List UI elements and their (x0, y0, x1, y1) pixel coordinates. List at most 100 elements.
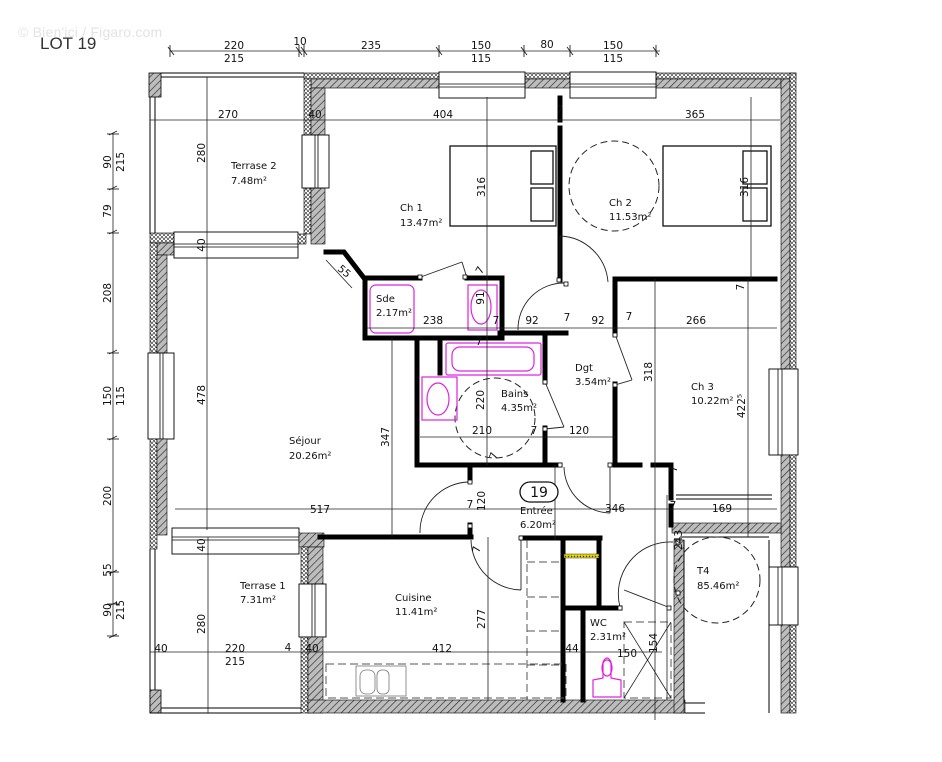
doors (417, 235, 681, 611)
dim-7-bains-top: 7 (476, 336, 483, 348)
bathtub (445, 342, 542, 376)
room-name: T4 (696, 566, 709, 577)
dim-44: 44 (565, 643, 579, 655)
room-area: 11.41m² (395, 607, 437, 618)
room-area: 2.31m² (590, 632, 626, 643)
room-entree: Entrée 6.20m² (520, 505, 556, 531)
dim-169: 169 (712, 503, 732, 515)
dim-top-235: 235 (361, 40, 381, 52)
top-dimension-chain: 220 215 10 235 150 115 80 150 115 (167, 36, 660, 65)
room-bains: Bains 4.35m² (501, 389, 537, 414)
room-terrase1: Terrase 1 7.31m² (239, 581, 286, 606)
dim-7-ch3-top: 7 (735, 284, 747, 291)
dim-left-79: 79 (102, 204, 114, 217)
room-name: WC (590, 618, 607, 629)
sink-bains (421, 376, 458, 421)
window-top-ch1 (438, 71, 526, 99)
dim-40-terr1-a: 40 (154, 643, 167, 655)
dim-318: 318 (643, 362, 655, 382)
dim-left-150: 150 (102, 386, 114, 406)
room-area: 6.20m² (520, 520, 556, 531)
dim-316-ch1: 316 (476, 177, 488, 197)
dim-left-115: 115 (115, 386, 127, 406)
interior-dimension-lines (150, 77, 780, 720)
dim-top-150a: 150 (471, 40, 491, 52)
dim-404: 404 (433, 109, 453, 121)
dim-40-terr1-b: 40 (305, 643, 318, 655)
dim-7-ch3: 7 (626, 311, 633, 323)
dim-7-bains: 7 (531, 425, 538, 437)
dim-91: 91 (475, 291, 487, 304)
room-dgt: Dgt 3.54m² (575, 363, 611, 388)
room-area: 85.46m² (697, 581, 739, 592)
exterior-walls (147, 71, 799, 714)
dim-left-200: 200 (102, 486, 114, 506)
dim-478: 478 (196, 385, 208, 405)
room-name: Sde (376, 294, 395, 305)
room-ch2: Ch 2 11.53m² (609, 198, 651, 223)
room-area: 4.35m² (501, 403, 537, 414)
room-name: Ch 2 (609, 198, 632, 209)
dim-top-150b: 150 (603, 40, 623, 52)
dim-7-entree: 7 (467, 499, 474, 511)
left-dimension-chain: 90 215 79 208 150 115 200 55 90 215 (102, 130, 127, 639)
dim-7-ch1-ch2: 7 (557, 104, 564, 116)
entree-closet (526, 540, 560, 700)
sink-sde (467, 284, 498, 331)
room-ch1: Ch 1 13.47m² (400, 203, 442, 229)
dim-347: 347 (380, 427, 392, 447)
room-area: 13.47m² (400, 218, 442, 229)
dim-92-a: 92 (525, 315, 538, 327)
room-terrase2: Terrase 2 7.48m² (230, 161, 277, 187)
window-t4 (768, 566, 799, 626)
turning-circle-ch2 (568, 140, 660, 232)
dim-422-5: 422⁵ (736, 394, 748, 418)
dim-4-terr1: 4 (285, 642, 292, 654)
dim-215-terr1: 215 (225, 656, 245, 668)
dim-346: 346 (605, 503, 625, 515)
room-sde: Sde 2.17m² (376, 294, 412, 319)
dim-150-wc: 150 (617, 648, 637, 660)
room-name: Bains (501, 389, 528, 400)
dim-left-55: 55 (102, 563, 114, 576)
dim-top-220: 220 (224, 40, 244, 52)
dim-316-ch2: 316 (739, 177, 751, 197)
dim-517: 517 (310, 504, 330, 516)
dim-7-sde-right: 7 (493, 315, 500, 327)
dim-243: 243 (673, 530, 685, 550)
dim-top-80: 80 (540, 39, 553, 51)
interior-dimension-labels: 270 40 404 365 280 40 316 316 7 55 238 9… (154, 104, 751, 668)
room-t4: T4 85.46m² (696, 566, 739, 592)
dim-7-sde-top: 7 (474, 265, 488, 277)
dim-7-t4: 7 (670, 500, 677, 512)
room-area: 11.53m² (609, 212, 651, 223)
window-sejour-terrase1 (171, 527, 300, 555)
dim-92-b: 92 (591, 315, 604, 327)
dim-210: 210 (472, 425, 492, 437)
room-name: Dgt (575, 363, 593, 374)
room-area: 3.54m² (575, 377, 611, 388)
room-sejour: Séjour 20.26m² (289, 435, 331, 462)
interior-partitions (317, 95, 778, 703)
dim-top-215: 215 (224, 53, 244, 65)
unit-number: 19 (530, 485, 548, 501)
lot-title: LOT 19 (40, 34, 97, 53)
watermark: © Bien'ici / Figaro.com (18, 24, 163, 40)
window-sejour-left (147, 352, 175, 440)
bed-ch1 (449, 145, 557, 227)
dim-220-terr1: 220 (225, 643, 245, 655)
dim-266: 266 (686, 315, 706, 327)
room-area: 10.22m² (691, 396, 733, 407)
room-name: Terrase 2 (230, 161, 277, 172)
dim-55-diagonal: 55 (335, 263, 353, 281)
dim-40-terr1-door: 40 (196, 538, 208, 551)
room-name: Terrase 1 (239, 581, 286, 592)
dim-top-10: 10 (293, 36, 306, 48)
room-cuisine: Cuisine 11.41m² (395, 593, 437, 618)
bed-ch2 (662, 145, 772, 227)
dim-7-bains-bottom: 7 (487, 451, 501, 461)
window-ch3 (768, 368, 799, 456)
dim-40-terr2: 40 (308, 109, 321, 121)
dim-left-90b: 90 (102, 603, 114, 616)
